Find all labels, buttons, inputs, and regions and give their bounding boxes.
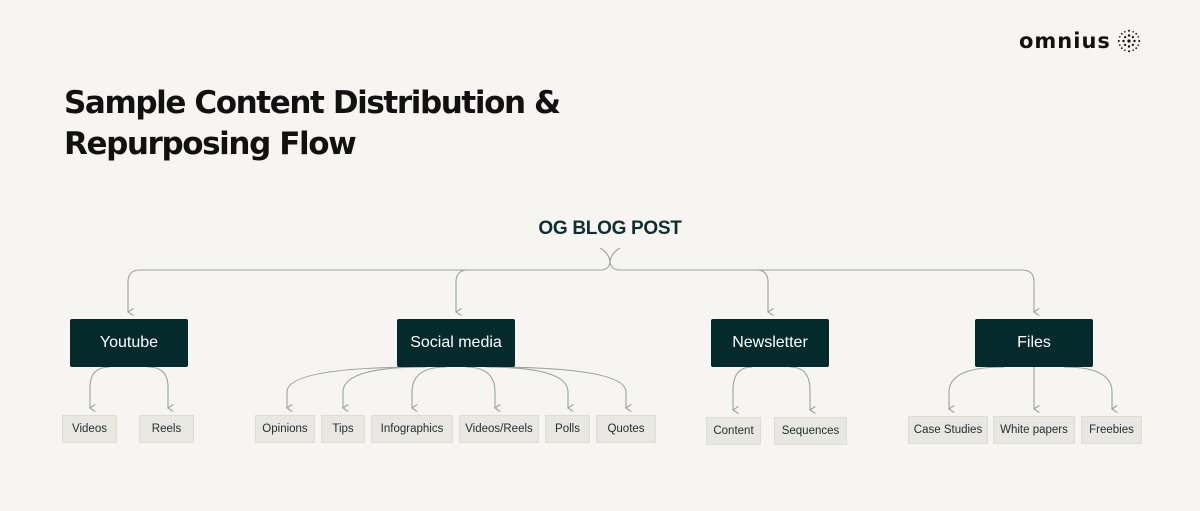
leaf-node-polls: Polls (545, 415, 590, 443)
root-node-og-blog-post: OG BLOG POST (538, 218, 682, 239)
brand-logo: omnius (1019, 29, 1141, 53)
leaf-node-infographics: Infographics (371, 415, 453, 443)
connector-freebies (1063, 366, 1118, 413)
leaf-node-sequences: Sequences (774, 417, 847, 445)
leaf-node-case-studies: Case Studies (908, 416, 988, 444)
connector-videos-reels (465, 366, 501, 412)
leaf-node-freebies: Freebies (1081, 416, 1142, 444)
connector-sequences (789, 366, 816, 414)
page-title: Sample Content Distribution & Repurposin… (64, 83, 584, 165)
connector-opinions (285, 366, 427, 412)
leaf-node-videos-reels: Videos/Reels (459, 415, 539, 443)
connector-videos (88, 366, 111, 412)
leaf-node-reels: Reels (139, 415, 194, 443)
leaf-node-content: Content (706, 417, 761, 445)
connector-reels (147, 366, 174, 412)
brand-name: omnius (1019, 29, 1111, 53)
connector-tips (341, 366, 427, 412)
leaf-node-videos: Videos (62, 415, 117, 443)
page-title-line-1: Sample Content Distribution & (64, 85, 561, 121)
root-brace (599, 247, 1040, 316)
category-node-newsletter: Newsletter (711, 319, 829, 367)
connector-newsletter (755, 269, 774, 316)
root-brace-left (126, 247, 621, 316)
connector-quotes (485, 366, 632, 412)
leaf-node-tips: Tips (321, 415, 365, 443)
leaf-node-quotes: Quotes (596, 415, 656, 443)
connector-content (731, 366, 753, 414)
connector-polls (485, 366, 574, 412)
connector-infographics (410, 366, 447, 412)
page-title-line-2: Repurposing Flow (64, 126, 357, 162)
category-node-files: Files (975, 319, 1093, 367)
leaf-node-opinions: Opinions (255, 415, 315, 443)
category-node-social-media: Social media (397, 319, 515, 367)
dotted-starburst-icon (1117, 29, 1141, 53)
category-node-youtube: Youtube (70, 319, 188, 367)
connector-social-media (454, 269, 469, 316)
leaf-node-white-papers: White papers (993, 416, 1075, 444)
connector-case-studies (947, 366, 1005, 413)
